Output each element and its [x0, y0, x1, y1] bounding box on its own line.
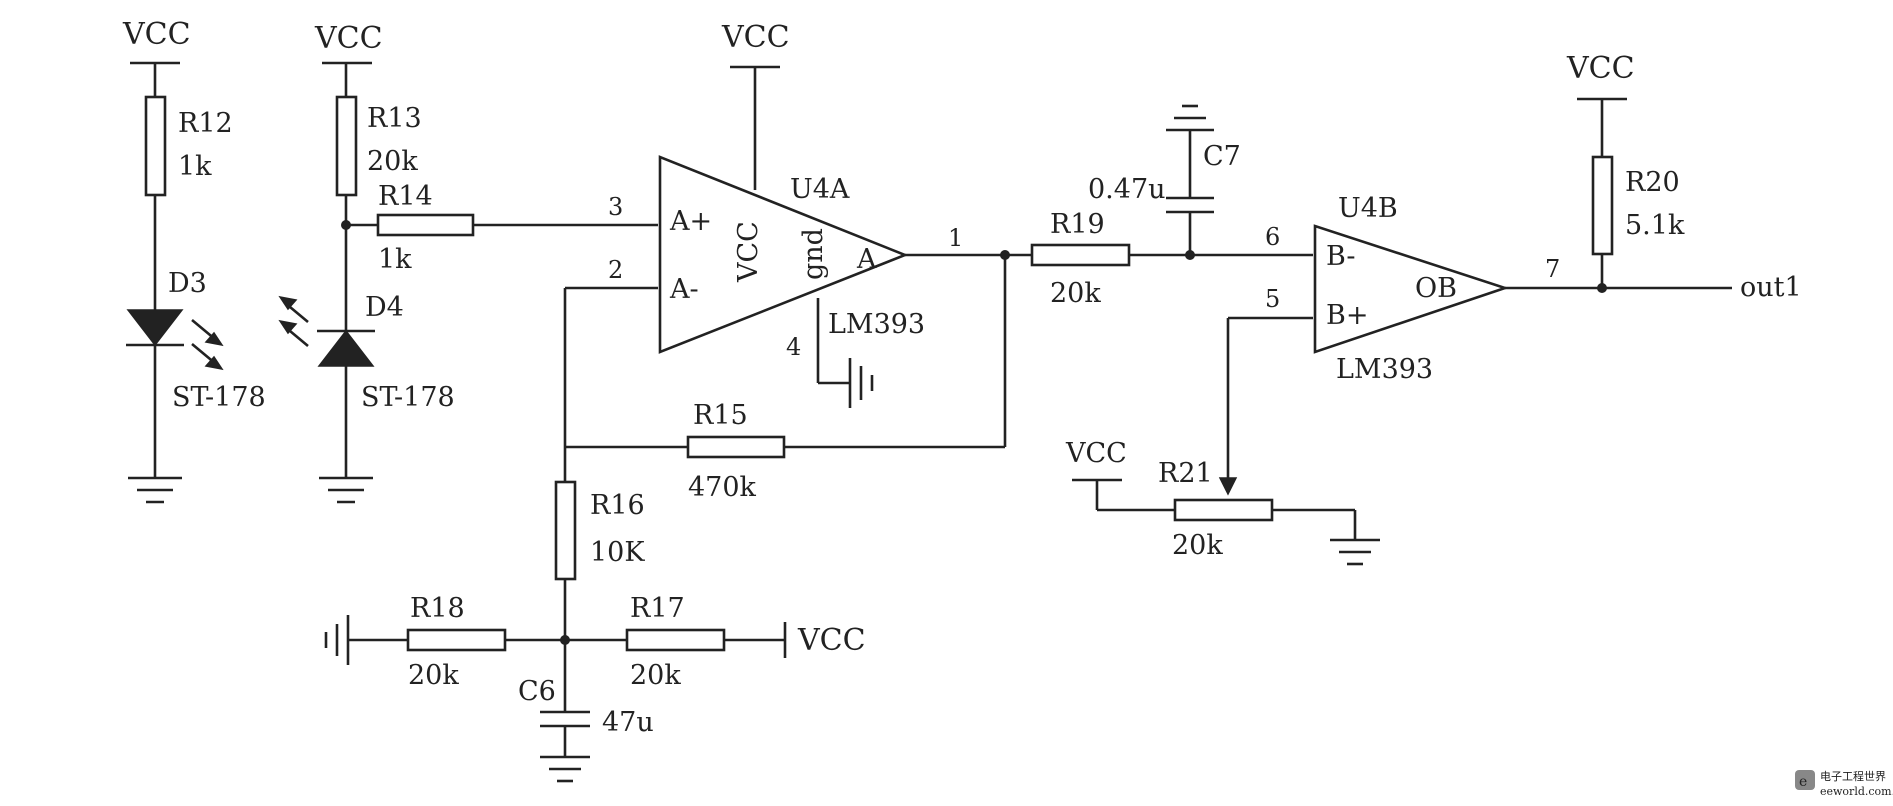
- comparator-u4a: [563, 65, 1032, 482]
- d4-part: ST-178: [361, 382, 455, 413]
- d3-part: ST-178: [172, 382, 266, 413]
- r17-value: 20k: [630, 660, 681, 691]
- r21-value: 20k: [1172, 530, 1223, 561]
- r20-value: 5.1k: [1625, 210, 1685, 241]
- resistor-r14: [376, 213, 475, 237]
- r13-ref: R13: [367, 103, 422, 134]
- r15-value: 470k: [688, 472, 757, 503]
- r21-ref: R21: [1158, 458, 1213, 489]
- r12-value: 1k: [178, 151, 212, 182]
- u4b-pin-plus: 5: [1265, 285, 1280, 313]
- ground-symbol: [1166, 104, 1214, 132]
- resistor-r17: [625, 628, 726, 652]
- u4a-in-minus: A-: [669, 274, 699, 305]
- u4b-triangle: [1313, 224, 1510, 354]
- u4b-pin-minus: 6: [1265, 223, 1280, 251]
- vcc-label: VCC: [797, 623, 866, 658]
- ground-symbol: [1330, 538, 1380, 566]
- comparator-u4b: [1218, 97, 1732, 496]
- u4a-vcc-pin: VCC: [733, 221, 764, 283]
- vcc-label: VCC: [1566, 51, 1635, 86]
- vcc-label: VCC: [1065, 438, 1127, 469]
- r12-ref: R12: [178, 108, 233, 139]
- resistor-r21: [1173, 498, 1274, 522]
- u4b-in-plus: B+: [1326, 300, 1368, 331]
- u4a-pin-plus: 3: [608, 193, 623, 221]
- r19-value: 20k: [1050, 278, 1101, 309]
- u4a-part: LM393: [828, 309, 925, 340]
- d4-branch: [278, 61, 658, 504]
- resistor-r19: [1030, 243, 1131, 267]
- resistor-r20: [1591, 155, 1614, 256]
- c7-value: 0.47u: [1088, 174, 1166, 205]
- r18-value: 20k: [408, 660, 459, 691]
- diode-d4: [317, 329, 375, 367]
- vcc-label: VCC: [314, 21, 383, 56]
- u4b-ref: U4B: [1338, 193, 1398, 224]
- ground-symbol: [848, 358, 874, 408]
- resistor-r18: [406, 628, 507, 652]
- watermark-logo-icon: e: [1799, 774, 1807, 790]
- r14-value: 1k: [378, 244, 412, 275]
- u4a-triangle: [658, 155, 909, 354]
- r20-ref: R20: [1625, 167, 1680, 198]
- resistor-r15: [686, 435, 786, 459]
- r19-ref: R19: [1050, 209, 1105, 240]
- wiper-arrow: [1218, 477, 1238, 496]
- u4a-in-plus: A+: [669, 206, 712, 237]
- r14-ref: R14: [378, 181, 433, 212]
- r18-ref: R18: [410, 593, 465, 624]
- r16-ref: R16: [590, 490, 645, 521]
- labels: VCC VCC VCC VCC VCC VCC R12 1k R13 20k R…: [122, 17, 1802, 738]
- ground-symbol: [324, 615, 350, 665]
- u4b-part: LM393: [1336, 354, 1433, 385]
- u4a-gnd-pin: gnd: [798, 228, 829, 280]
- u4a-out: A: [856, 244, 877, 275]
- bias-network: [324, 480, 787, 783]
- c6-value: 47u: [602, 707, 654, 738]
- resistor-r16: [554, 480, 577, 581]
- r16-value: 10K: [590, 537, 645, 568]
- resistor-r12: [144, 95, 167, 197]
- vcc-label: VCC: [122, 17, 191, 52]
- diode-d3: [126, 309, 184, 347]
- potentiometer-r21: [1072, 478, 1380, 566]
- ground-symbol: [319, 476, 373, 504]
- r17-ref: R17: [630, 593, 685, 624]
- u4a-pin-gnd: 4: [786, 333, 801, 361]
- r13-value: 20k: [367, 146, 418, 177]
- rc-filter: [1030, 104, 1313, 267]
- c7-ref: C7: [1203, 141, 1241, 172]
- watermark-url: eeworld.com.cn: [1820, 785, 1893, 798]
- d3-ref: D3: [168, 268, 207, 299]
- u4a-ref: U4A: [790, 174, 850, 205]
- r15-ref: R15: [693, 400, 748, 431]
- c6-ref: C6: [518, 676, 556, 707]
- watermark-logo-icon: [1795, 770, 1815, 790]
- u4a-pin-minus: 2: [608, 256, 623, 284]
- resistor-r13: [335, 95, 358, 197]
- u4b-in-minus: B-: [1326, 241, 1355, 272]
- u4b-out: OB: [1415, 273, 1457, 304]
- d4-ref: D4: [365, 292, 404, 323]
- watermark-title: 电子工程世界: [1820, 770, 1886, 783]
- watermark: e 电子工程世界 eeworld.com.cn: [1795, 770, 1893, 798]
- output-net-label: out1: [1740, 272, 1802, 303]
- u4b-pin-out: 7: [1545, 255, 1560, 283]
- ground-symbol: [540, 755, 590, 783]
- d3-branch: [126, 61, 224, 504]
- u4a-pin-out: 1: [948, 224, 963, 252]
- ground-symbol: [128, 476, 182, 504]
- vcc-label: VCC: [721, 20, 790, 55]
